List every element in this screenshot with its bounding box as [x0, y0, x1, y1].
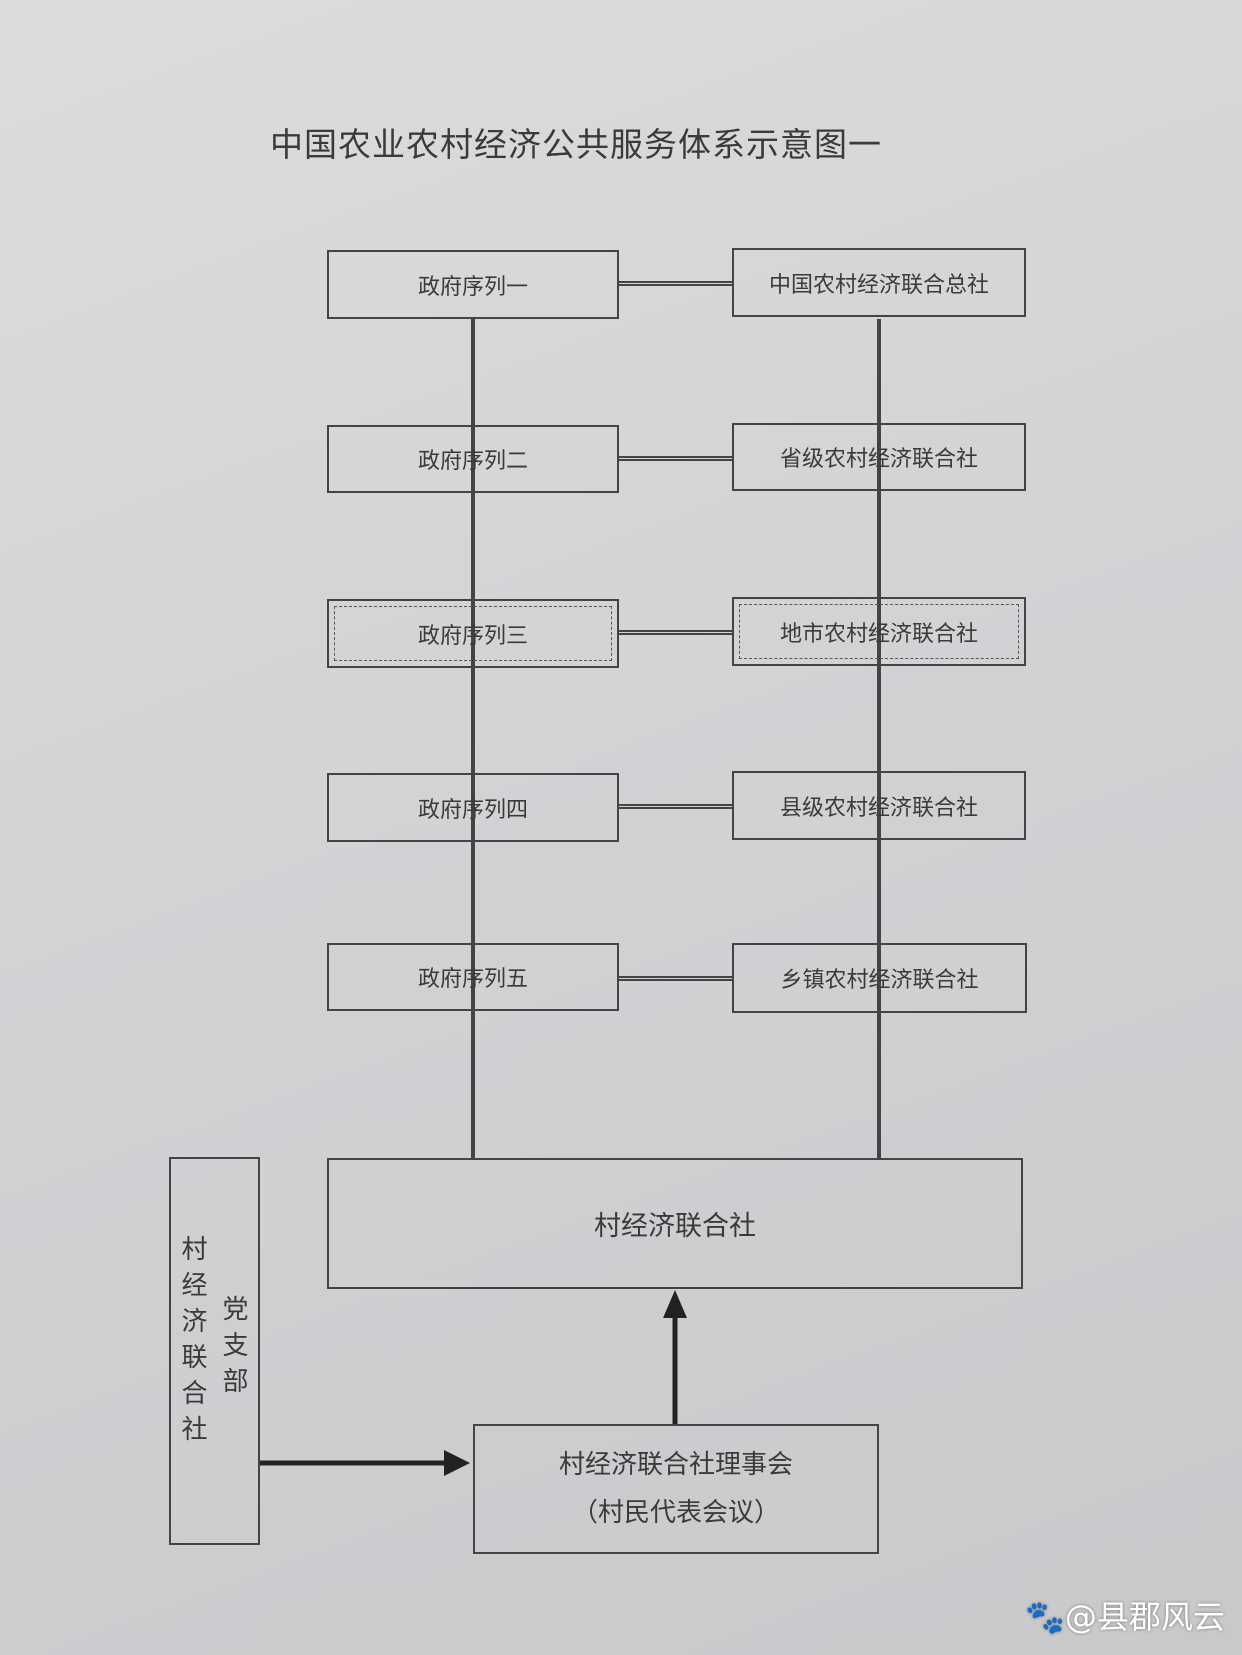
council-sublabel: （村民代表会议） [571, 1498, 780, 1528]
gov-box-5: 政府序列五 [327, 943, 619, 1011]
gov-box-3: 政府序列三 [327, 599, 619, 668]
coop-label: 县级农村经济联合社 [779, 795, 978, 821]
coop-label: 乡镇农村经济联合社 [780, 968, 979, 993]
watermark: 🐾@县郡风云 [1025, 1598, 1225, 1636]
coop-label: 中国农村经济联合总社 [768, 272, 989, 298]
side-label-party: 党支部 [218, 1295, 248, 1403]
link-connector [619, 976, 732, 981]
arrow-up-icon [663, 1290, 687, 1424]
council-box: 村经济联合社理事会 （村民代表会议） [473, 1424, 879, 1554]
arrow-right-icon [260, 1450, 470, 1476]
coop-box-4: 县级农村经济联合社 [732, 771, 1026, 840]
link-connector [619, 281, 732, 286]
coop-label: 地市农村经济联合社 [779, 621, 978, 647]
gov-box-4: 政府序列四 [327, 773, 619, 842]
coop-box-3: 地市农村经济联合社 [732, 597, 1026, 666]
council-label: 村经济联合社理事会 [558, 1450, 793, 1480]
gov-label: 政府序列二 [417, 449, 528, 474]
gov-label: 政府序列五 [417, 967, 528, 992]
link-connector [619, 804, 732, 809]
gov-box-2: 政府序列二 [327, 425, 619, 493]
coop-box-1: 中国农村经济联合总社 [732, 248, 1026, 317]
coop-vertical-connector [877, 319, 881, 1159]
coop-box-2: 省级农村经济联合社 [732, 423, 1026, 491]
link-connector [619, 456, 732, 461]
party-branch-box [169, 1157, 260, 1545]
coop-label: 省级农村经济联合社 [779, 447, 978, 472]
coop-box-5: 乡镇农村经济联合社 [732, 943, 1027, 1013]
side-label-coop: 村经济联合社 [177, 1235, 207, 1451]
gov-vertical-connector [471, 319, 475, 1159]
gov-label: 政府序列一 [417, 274, 528, 300]
gov-label: 政府序列四 [417, 797, 528, 823]
village-coop-box: 村经济联合社 [327, 1158, 1023, 1289]
link-connector [619, 630, 732, 635]
gov-label: 政府序列三 [417, 623, 528, 649]
diagram-title: 中国农业农村经济公共服务体系示意图一 [270, 125, 882, 164]
gov-box-1: 政府序列一 [327, 250, 619, 319]
village-coop-label: 村经济联合社 [594, 1211, 756, 1242]
